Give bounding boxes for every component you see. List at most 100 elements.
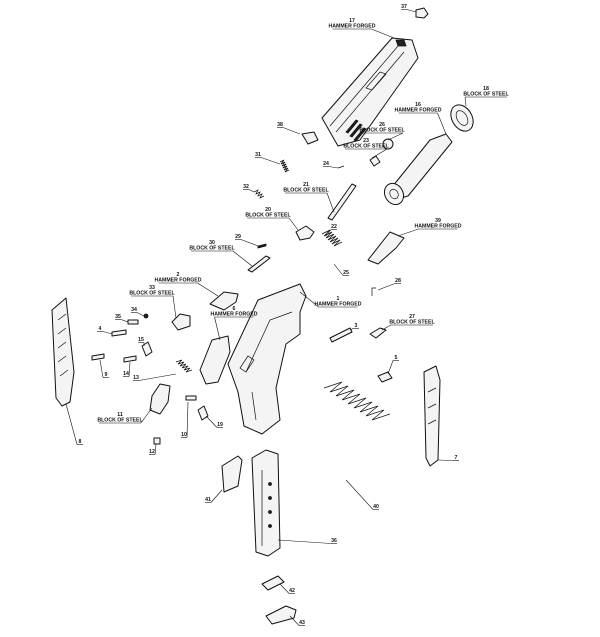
part-28-drawing xyxy=(371,287,376,296)
part-20-drawing xyxy=(295,225,315,241)
callout-note: HAMMER FORGED xyxy=(315,302,362,308)
callout-leader-line xyxy=(138,373,177,381)
callout-number: 40 xyxy=(373,504,379,510)
callout-leader-line xyxy=(240,239,259,247)
callout-number: 23 xyxy=(363,138,369,144)
callout-19: 19 xyxy=(205,415,223,428)
callout-leader-line xyxy=(333,263,344,276)
callout-40: 40 xyxy=(345,479,379,510)
callout-29: 29 xyxy=(235,234,259,247)
callout-9: 9 xyxy=(99,359,109,378)
callout-number: 11 xyxy=(117,412,123,418)
callout-number: 32 xyxy=(243,184,249,190)
callout-leader-line xyxy=(65,403,78,445)
callout-leader-line xyxy=(172,295,177,319)
part-17-slide-drawing xyxy=(321,37,419,147)
callout-number: 10 xyxy=(181,432,187,438)
callout-number: 7 xyxy=(455,455,458,461)
callout-41: 41 xyxy=(205,489,223,503)
callout-leader-line xyxy=(289,615,300,626)
callout-leader-line xyxy=(260,157,281,165)
callout-leader-line xyxy=(464,96,467,107)
part-35-drawing xyxy=(127,319,139,325)
part-19-drawing xyxy=(197,405,209,421)
callout-number: 43 xyxy=(299,620,305,626)
callout-leader-line xyxy=(371,148,388,159)
callout-number: 31 xyxy=(255,152,261,158)
callout-32: 32 xyxy=(243,184,255,193)
callout-number: 21 xyxy=(303,182,309,188)
callout-number: 26 xyxy=(379,122,385,128)
part-38-drawing xyxy=(301,131,319,145)
callout-8: 8 xyxy=(65,403,83,445)
part-9-drawing xyxy=(91,353,105,361)
callout-leader-line xyxy=(197,282,219,297)
part-31-spring-drawing xyxy=(279,159,290,173)
callout-leader-line xyxy=(279,583,290,594)
callout-leader-line xyxy=(326,192,335,213)
callout-leader-line xyxy=(214,316,221,341)
callout-number: 14 xyxy=(123,371,129,377)
callout-35: 35 xyxy=(115,314,129,323)
part-8-grip-drawing xyxy=(51,297,75,407)
callout-number: 17 xyxy=(349,18,355,24)
callout-note: BLOCK OF STEEL xyxy=(389,320,435,326)
callout-number: 39 xyxy=(435,218,441,224)
part-34-drawing xyxy=(143,313,149,319)
callout-note: HAMMER FORGED xyxy=(155,278,202,284)
callout-number: 13 xyxy=(133,375,139,381)
part-15-drawing xyxy=(141,341,153,357)
part-21-drawing xyxy=(327,183,357,221)
part-41-drawing xyxy=(221,455,243,493)
callout-number: 38 xyxy=(277,122,283,128)
part-32-drawing xyxy=(253,189,265,199)
part-5-drawing xyxy=(377,371,393,383)
callout-number: 37 xyxy=(401,4,407,10)
callout-note: BLOCK OF STEEL xyxy=(189,246,235,252)
callout-number: 18 xyxy=(483,86,489,92)
callout-leader-line xyxy=(102,331,113,335)
part-13-spring-drawing xyxy=(175,359,193,373)
callout-37: 37 xyxy=(401,4,417,13)
callout-number: 33 xyxy=(149,285,155,291)
part-14-drawing xyxy=(123,355,137,363)
part-7-grip-drawing xyxy=(423,365,441,467)
callout-13: 13 xyxy=(133,373,177,381)
part-43-drawing xyxy=(265,605,297,625)
callout-15: 15 xyxy=(138,337,145,346)
callout-note: HAMMER FORGED xyxy=(415,224,462,230)
callout-leader-line xyxy=(128,361,131,377)
callout-28: 28 xyxy=(377,278,401,291)
callout-number: 27 xyxy=(409,314,415,320)
part-23-drawing xyxy=(369,155,381,167)
callout-5: 5 xyxy=(387,355,399,375)
callout-number: 3 xyxy=(355,323,358,329)
callout-note: BLOCK OF STEEL xyxy=(245,213,291,219)
callout-number: 29 xyxy=(235,234,241,240)
callout-25: 25 xyxy=(333,263,349,276)
callout-14: 14 xyxy=(123,361,131,377)
callout-12: 12 xyxy=(149,443,157,455)
part-2-drawing xyxy=(209,291,239,311)
callout-number: 8 xyxy=(79,439,82,445)
callout-leader-line xyxy=(397,228,419,237)
callout-note: BLOCK OF STEEL xyxy=(463,92,509,98)
callout-leader-line xyxy=(282,127,301,135)
callout-number: 42 xyxy=(289,588,295,594)
callout-leader-line xyxy=(437,112,447,135)
callout-34: 34 xyxy=(131,307,145,317)
callout-leader-line xyxy=(232,250,253,267)
part-37-drawing xyxy=(415,7,429,19)
callout-number: 34 xyxy=(131,307,137,313)
